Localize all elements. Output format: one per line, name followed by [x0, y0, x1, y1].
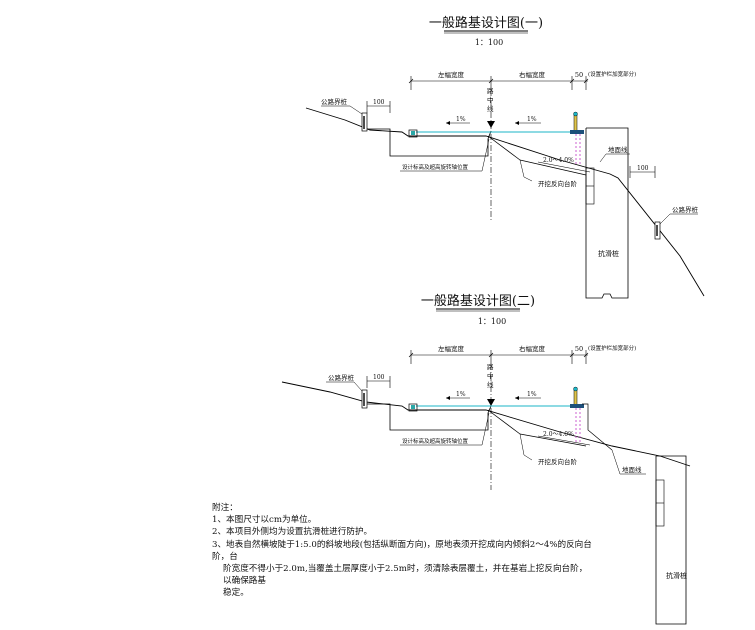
section-1-offset-left-dim — [366, 101, 391, 113]
section-1-offset-left: 100 — [373, 99, 385, 106]
section-1-design-note: 设计标高及超高旋转轴位置 — [402, 163, 469, 171]
notes-block: 附注： 1、本图尺寸以cm为单位。 2、本项目外侧均为设置抗滑桩进行防护。 3、… — [212, 502, 592, 600]
section-1-step-note: 开挖反向台阶 — [538, 179, 578, 188]
section-2-guardrail-note: (设置护栏加宽部分) — [588, 344, 636, 352]
section-1-dimension-line — [408, 76, 589, 90]
section-2-bench-slope: 2.0～4.0% — [543, 431, 574, 438]
section-1-ground-line — [305, 107, 705, 297]
section-2-step-note: 开挖反向台阶 — [538, 457, 578, 466]
note-item-1: 1、本图尺寸以cm为单位。 — [212, 515, 317, 526]
section-2-title: 一般路基设计图(二) — [421, 293, 535, 309]
section-2-slope-right: 1% — [527, 391, 537, 398]
section-2-ground-line — [281, 381, 691, 467]
section-2-design-elevation-marker — [487, 399, 495, 406]
section-1-left-width: 左幅宽度 — [438, 70, 465, 79]
section-2-offset-left-dim — [366, 376, 391, 388]
section-2-subgrade — [362, 403, 492, 431]
section-2-left-ditch — [408, 403, 418, 412]
section-1-bench-slope: 2.0～4.0% — [543, 157, 574, 164]
section-1-slope-left: 1% — [456, 116, 466, 123]
note-item-2: 2、本项目外侧均为设置抗滑桩进行防护。 — [212, 527, 373, 538]
note-item-3-end: 稳定。 — [223, 588, 249, 599]
section-2-dimension-line — [408, 350, 589, 364]
notes-heading: 附注： — [212, 503, 238, 513]
section-2-slope-left: 1% — [456, 391, 466, 398]
section-1-anti-slide-pile — [585, 127, 629, 299]
section-1-subgrade — [362, 128, 492, 157]
section-2-boundary-left: 公路界桩 — [328, 373, 355, 382]
section-1-guardrail-width: 50 — [575, 71, 583, 79]
section-2-guardrail-width: 50 — [575, 345, 583, 353]
section-1-scale: 1：100 — [475, 38, 503, 47]
section-2-guardrail-post — [573, 389, 578, 407]
section-1-guardrail-post — [573, 114, 578, 133]
section-2: 一般路基设计图(二) 1：100 左幅宽度 右幅宽度 50 (设置护栏加宽部分)… — [281, 293, 691, 625]
section-2-scale: 1：100 — [478, 317, 506, 326]
section-2-design-note: 设计标高及超高旋转轴位置 — [402, 437, 469, 445]
note-item-3: 3、地表自然横坡陡于1:5.0的斜坡地段(包括纵断面方向)，原地表须开挖成向内倾… — [212, 539, 592, 562]
note-item-3-continued: 阶宽度不得小于2.0m,当覆盖土层厚度小于2.5m时，须清除表层覆土，并在基岩上… — [223, 564, 588, 587]
section-2-offset-left: 100 — [373, 374, 385, 381]
section-1-title: 一般路基设计图(一) — [429, 15, 543, 31]
section-2-left-width: 左幅宽度 — [438, 344, 465, 353]
section-1-right-width: 右幅宽度 — [519, 70, 546, 79]
section-1-pile-label: 抗滑桩 — [598, 249, 619, 258]
section-1-offset-right: 100 — [637, 165, 649, 172]
section-1-slope-right: 1% — [527, 116, 537, 123]
section-2-pile-label: 抗滑桩 — [666, 571, 687, 580]
section-2-ground-line-label: 地面线 — [622, 465, 642, 474]
section-2-centerline-label: 路中线 — [487, 362, 494, 389]
section-1-design-elevation-marker — [487, 121, 495, 128]
section-2-anti-slide-pile — [655, 455, 687, 625]
section-1: 一般路基设计图(一) 1：100 左幅宽度 右幅宽度 50 (设置护栏加宽部分)… — [305, 15, 705, 299]
section-1-offset-right-dim — [629, 166, 656, 178]
section-1-left-ditch — [408, 129, 418, 138]
section-1-guardrail-note: (设置护栏加宽部分) — [588, 70, 636, 78]
section-1-boundary-left: 公路界桩 — [321, 97, 348, 106]
section-1-centerline-label: 路中线 — [487, 86, 494, 113]
section-2-right-width: 右幅宽度 — [519, 344, 546, 353]
section-1-boundary-right: 公路界桩 — [672, 205, 699, 214]
section-1-ground-line-label: 地面线 — [608, 145, 628, 154]
